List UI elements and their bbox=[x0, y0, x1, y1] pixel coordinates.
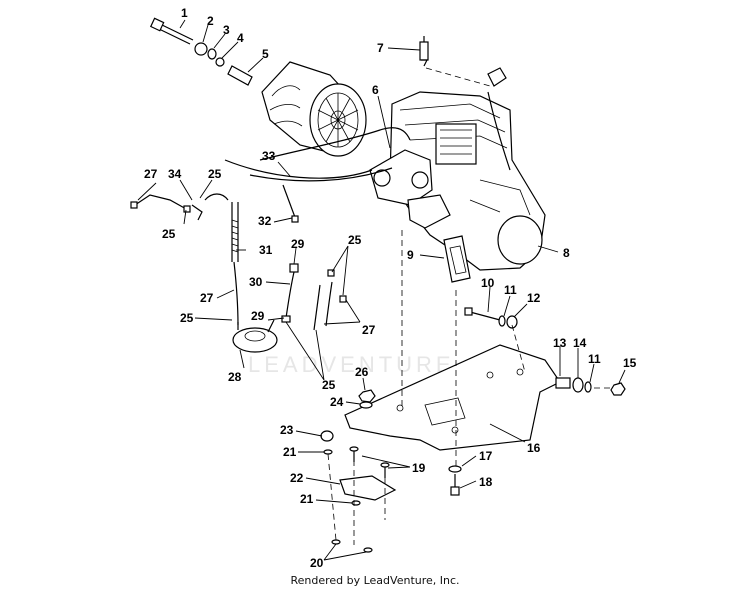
part-washer-21b bbox=[351, 500, 361, 506]
callout-25a: 25 bbox=[208, 167, 222, 181]
part-skid-plate-16 bbox=[344, 344, 561, 451]
part-bolt-1 bbox=[149, 17, 194, 45]
callout-29b: 29 bbox=[251, 309, 265, 323]
callout-2: 2 bbox=[207, 14, 214, 28]
callout-labels: 1 2 3 4 5 6 7 8 9 10 11 12 13 14 11 15 1… bbox=[144, 6, 637, 570]
callout-19: 19 bbox=[412, 461, 426, 475]
callout-18: 18 bbox=[479, 475, 493, 489]
part-fitting-34 bbox=[191, 204, 203, 221]
part-hoses-27-right bbox=[313, 269, 347, 331]
callout-32: 32 bbox=[258, 214, 272, 228]
part-strap-32 bbox=[282, 184, 299, 223]
callout-5: 5 bbox=[262, 47, 269, 61]
callout-29a: 29 bbox=[291, 237, 305, 251]
callout-25b: 25 bbox=[162, 227, 176, 241]
callout-17: 17 bbox=[479, 449, 493, 463]
callout-25e: 25 bbox=[322, 378, 336, 392]
part-washer-11b bbox=[584, 381, 592, 393]
callout-16: 16 bbox=[527, 441, 541, 455]
part-plate-22 bbox=[339, 475, 397, 501]
callout-27b: 27 bbox=[200, 291, 214, 305]
part-bracket-9 bbox=[443, 235, 471, 283]
callout-21a: 21 bbox=[283, 445, 297, 459]
part-spacer-13 bbox=[555, 377, 571, 389]
part-washers-20 bbox=[331, 539, 373, 553]
leader-lines bbox=[137, 19, 626, 561]
callout-23: 23 bbox=[280, 423, 294, 437]
callout-30: 30 bbox=[249, 275, 263, 289]
part-nut-26 bbox=[358, 389, 376, 403]
part-studs-19 bbox=[349, 446, 390, 478]
callout-4: 4 bbox=[237, 31, 244, 45]
callout-15: 15 bbox=[623, 356, 637, 370]
callout-31: 31 bbox=[259, 243, 273, 257]
callout-9: 9 bbox=[407, 248, 414, 262]
part-washer-21 bbox=[323, 449, 333, 455]
callout-27c: 27 bbox=[362, 323, 376, 337]
part-washers-2-3-4 bbox=[194, 42, 225, 67]
callout-7: 7 bbox=[377, 41, 384, 55]
callout-8: 8 bbox=[563, 246, 570, 260]
part-sleeve-5 bbox=[227, 65, 253, 86]
callout-26: 26 bbox=[355, 365, 369, 379]
part-washer-17 bbox=[448, 465, 462, 473]
part-hose-30 bbox=[281, 263, 299, 323]
part-clutch bbox=[261, 61, 367, 157]
part-grommet-12 bbox=[506, 315, 518, 329]
part-knob-23 bbox=[320, 430, 334, 442]
callout-25c: 25 bbox=[180, 311, 194, 325]
callout-22: 22 bbox=[290, 471, 304, 485]
callout-3: 3 bbox=[223, 23, 230, 37]
callout-1: 1 bbox=[181, 6, 188, 20]
callout-34: 34 bbox=[168, 167, 182, 181]
callout-12: 12 bbox=[527, 291, 541, 305]
part-nut-15 bbox=[610, 382, 626, 396]
watermark-logo: LEADVENTURE bbox=[248, 352, 455, 377]
part-grommet-14 bbox=[572, 377, 584, 393]
callout-21b: 21 bbox=[300, 492, 314, 506]
part-carburetors-6 bbox=[369, 149, 451, 229]
part-fuel-pump-28 bbox=[232, 319, 278, 353]
callout-14: 14 bbox=[573, 336, 587, 350]
part-hose-27-upper bbox=[130, 194, 191, 213]
part-bolt-18 bbox=[450, 474, 460, 496]
callout-24: 24 bbox=[330, 395, 344, 409]
part-spark-plug-7 bbox=[419, 36, 429, 67]
callout-27a: 27 bbox=[144, 167, 158, 181]
callout-33: 33 bbox=[262, 149, 276, 163]
part-cables-33 bbox=[224, 127, 411, 182]
part-washer-11 bbox=[498, 315, 506, 327]
callout-20: 20 bbox=[310, 556, 324, 570]
part-bolt-10 bbox=[464, 307, 501, 321]
part-washer-24 bbox=[359, 401, 373, 409]
callout-6: 6 bbox=[372, 83, 379, 97]
callout-11: 11 bbox=[504, 283, 517, 297]
callout-25d: 25 bbox=[348, 233, 362, 247]
part-hose-31 bbox=[204, 193, 239, 326]
callout-11b: 11 bbox=[588, 352, 601, 366]
callout-10: 10 bbox=[481, 276, 495, 290]
callout-28: 28 bbox=[228, 370, 242, 384]
footer-credit: Rendered by LeadVenture, Inc. bbox=[290, 574, 460, 587]
callout-13: 13 bbox=[553, 336, 567, 350]
